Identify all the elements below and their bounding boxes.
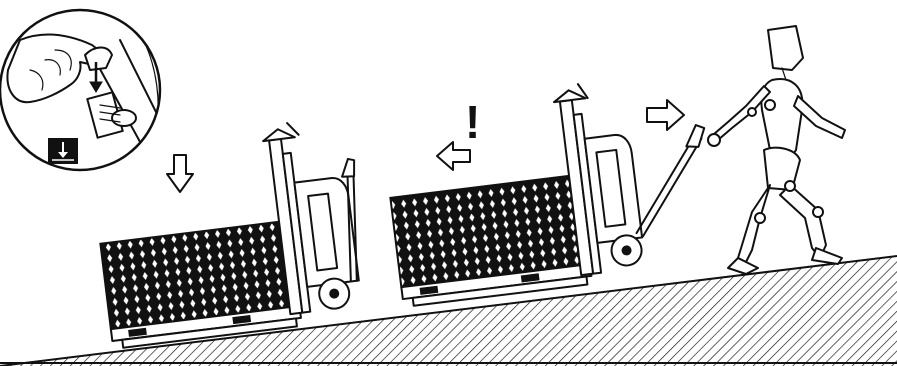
arrow-right-icon [647, 100, 684, 130]
lower-forks-symbol-icon [48, 138, 78, 164]
walking-operator-figure [708, 26, 845, 274]
lower-forks-detail-inset [0, 10, 175, 170]
warning-symbol: ! [465, 96, 480, 148]
arrow-down-icon [167, 155, 193, 192]
